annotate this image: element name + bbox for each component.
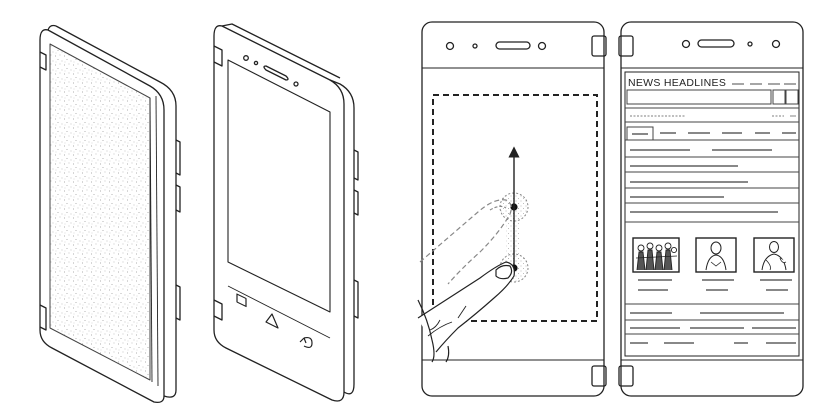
portrait-sketch (761, 241, 787, 271)
front-camera (681, 39, 691, 49)
person-sketch (705, 241, 727, 271)
back-icon (299, 336, 313, 349)
earpiece (697, 39, 735, 48)
news-header-title: NEWS HEADLINES (628, 77, 726, 89)
sensor-dot (747, 41, 753, 47)
hinge-block (591, 365, 607, 387)
hinge-block (591, 35, 607, 57)
phone-gesture-screen (417, 21, 607, 397)
sensor-dot (293, 81, 299, 87)
home-icon (265, 313, 279, 329)
back-panel-texture (49, 43, 151, 381)
device-body (421, 21, 605, 397)
phone-back-perspective (39, 24, 181, 404)
phone-front-perspective (213, 23, 359, 402)
hinge-block (618, 365, 634, 387)
news-thumbnail-portrait[interactable] (753, 237, 795, 273)
news-thumbnail-crowd[interactable] (632, 237, 680, 273)
news-screen (624, 71, 800, 357)
address-bar[interactable] (626, 89, 772, 105)
device-body (620, 21, 804, 397)
sensor-dot (771, 39, 781, 49)
side-button (353, 189, 359, 216)
earpiece (263, 65, 289, 81)
side-button (353, 149, 359, 181)
recent-apps-icon (236, 293, 247, 308)
news-thumbnail-person[interactable] (695, 237, 737, 273)
side-button (175, 184, 181, 213)
news-screen-content (625, 83, 799, 344)
side-button (175, 139, 181, 176)
hinge-block (618, 35, 634, 57)
front-camera (243, 55, 249, 61)
hand-illustration (417, 199, 515, 363)
side-button (353, 279, 359, 319)
phone-news-screen (618, 21, 804, 397)
gesture-region (432, 94, 598, 322)
sensor-dot (472, 43, 478, 49)
active-tab[interactable] (626, 126, 654, 140)
front-screen (227, 59, 331, 313)
sensor-dot (253, 60, 259, 66)
toolbar-button[interactable] (785, 89, 799, 105)
side-button (175, 284, 181, 321)
toolbar-button[interactable] (772, 89, 786, 105)
crowd-sketch (635, 242, 678, 271)
front-camera (445, 41, 455, 51)
earpiece (495, 41, 531, 50)
sensor-dot (537, 41, 547, 51)
